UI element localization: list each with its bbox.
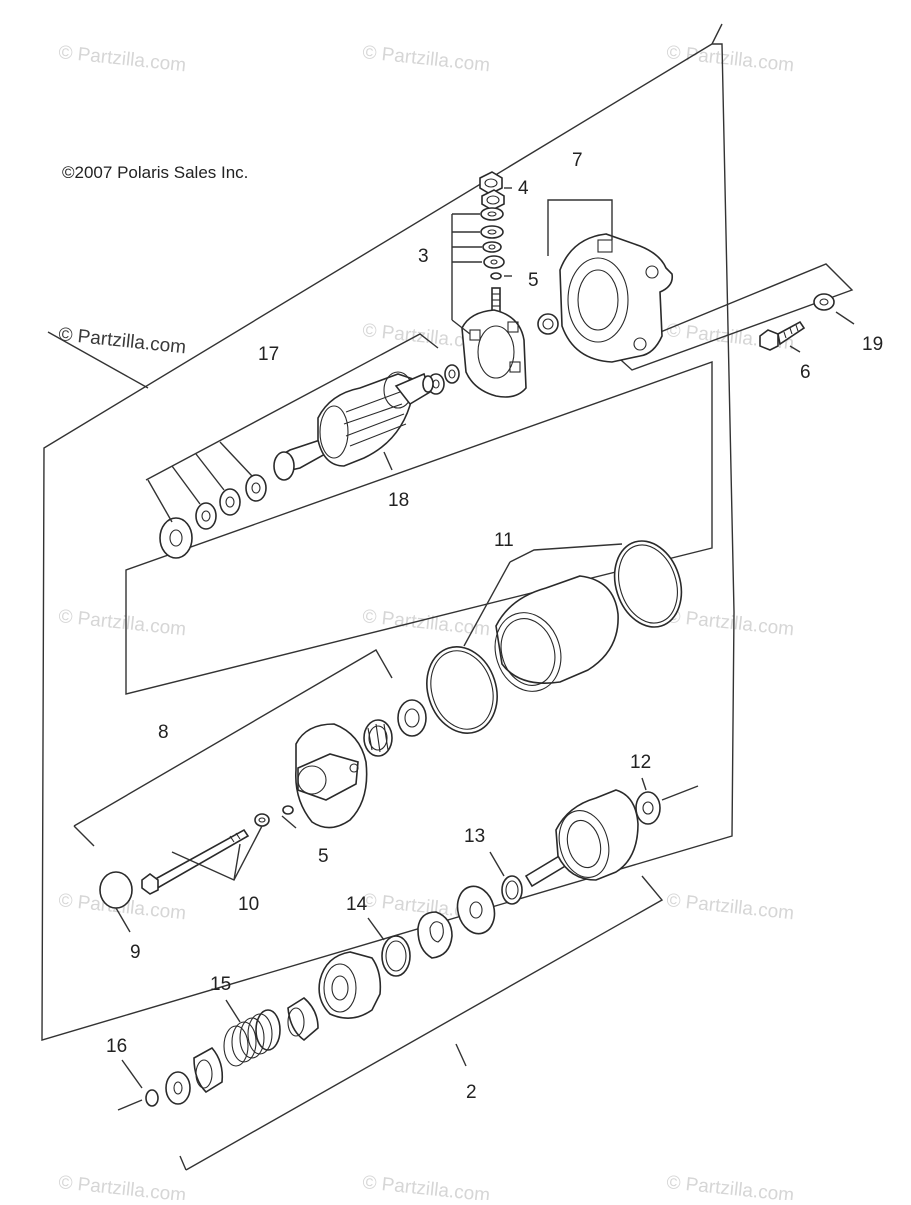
watermark-text: © Partzilla.com [665,1172,795,1200]
callout-19: 19 [862,334,883,355]
callout-2: 2 [466,1082,477,1103]
watermark-text: © Partzilla.com [665,42,795,76]
e-clip-part [145,1089,159,1107]
snap-ring-part [501,875,523,905]
yoke-housing-part [494,575,619,692]
end-washers-part [195,474,267,530]
brush-plate-part [461,309,527,398]
leader-lines [115,187,855,1111]
rear-housing-part [559,233,674,363]
nut-part [479,171,505,211]
callout-11: 11 [494,530,514,551]
front-housing-part [295,723,368,829]
drive-group-outline [185,875,664,1171]
watermark-text: © Partzilla.com [57,606,187,640]
o-ring-part [613,540,683,628]
lock-plate-part [159,517,193,559]
watermark-text: © Partzilla.com [665,890,795,924]
stop-washer-part [165,1071,191,1105]
callout-18: 18 [388,490,409,511]
callout-17: 17 [258,344,279,365]
callout-4: 4 [518,178,529,199]
outline-corner [711,23,723,45]
gear-shaft-part [524,789,639,888]
callout-5: 5 [528,270,539,291]
callout-8: 8 [158,722,169,743]
callout-6: 6 [800,362,811,383]
watermark-text: © Partzilla.com [361,1172,491,1200]
split-collar-part [417,911,453,959]
bracket-8-end [73,825,95,847]
bolt-part [759,320,806,351]
watermark-text: © Partzilla.com [361,42,491,76]
spring-part [223,1009,281,1067]
watermark-text: © Partzilla.com [361,606,491,640]
collar-part [193,1046,224,1094]
watermark-text: © Partzilla.com [57,1172,187,1200]
washer-part [813,293,835,311]
pinion-gear-part [318,951,382,1019]
callout-labels: 4 3 5 7 6 19 17 18 11 8 5 10 9 12 13 14 … [106,150,883,1103]
callout-3: 3 [418,246,429,267]
watermark-main: © Partzilla.com [57,324,187,358]
plate-washer-part [456,885,496,935]
bearing-part [397,699,427,737]
washer-stack-part [480,207,505,280]
watermarks: © Partzilla.com © Partzilla.com © Partzi… [57,42,795,1205]
through-bolt-part [141,813,270,895]
housing-group-outline [125,361,713,695]
outline-leader [47,331,149,389]
callout-10: 10 [238,894,259,915]
callout-15: 15 [210,974,231,995]
o-ring-part [426,646,498,734]
needle-bearing-part [363,719,393,757]
callout-5: 5 [318,846,329,867]
small-o-ring-part [282,805,294,815]
callout-13: 13 [464,826,485,847]
clip-ring-part [381,935,411,977]
watermark-text: © Partzilla.com [57,42,187,76]
end-cap-part [99,871,133,909]
copyright-notice: ©2007 Polaris Sales Inc. [62,163,248,182]
watermark-text: © Partzilla.com [665,606,795,640]
callout-12: 12 [630,752,651,773]
bolt-group-outline [610,263,854,371]
bracket-8 [73,649,393,827]
drive-group-outline-end [179,1155,187,1171]
callout-9: 9 [130,942,141,963]
callout-16: 16 [106,1036,127,1057]
thrust-washer-part [635,791,661,825]
bushing-part [537,313,559,335]
callout-7: 7 [572,150,583,171]
armature-part [273,371,434,481]
callout-14: 14 [346,894,368,915]
sleeve-part [287,997,319,1042]
